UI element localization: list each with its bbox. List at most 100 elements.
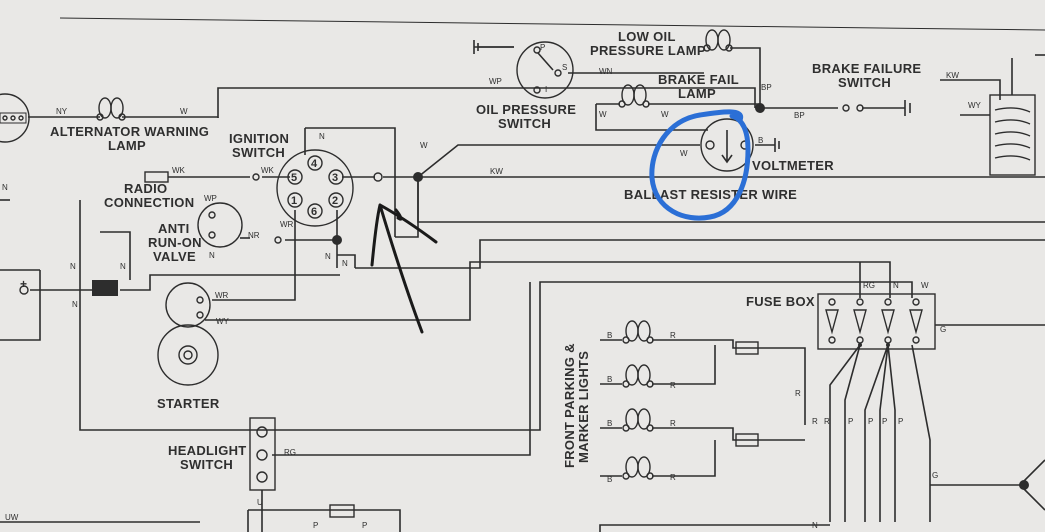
wire-code-label: WN	[599, 67, 613, 76]
wire-code-label: B	[607, 375, 612, 384]
wire-code-label: N	[893, 281, 899, 290]
wire-code-label: WP	[204, 194, 217, 203]
alternator-symbol	[0, 93, 30, 143]
plus-sign: +	[20, 277, 27, 291]
wire-code-label: N	[342, 259, 348, 268]
wire-code-label: W	[599, 110, 607, 119]
wire-code-label: RG	[284, 448, 296, 457]
wire-code-label: B	[607, 475, 612, 484]
front-parking-label-2: MARKER LIGHTS	[576, 351, 591, 463]
ignition-pin-5: 5	[291, 172, 297, 184]
component-labels: LOW OIL PRESSURE LAMP BRAKE FAIL LAMP BR…	[20, 29, 921, 472]
wire-code-label: P	[868, 417, 873, 426]
brake-fail-lamp-icon	[618, 84, 650, 108]
wire-code-label: R	[824, 417, 830, 426]
anti-run-on-label-1: ANTI	[158, 221, 190, 236]
wire-code-label: N	[72, 300, 78, 309]
wire-code-label: P	[898, 417, 903, 426]
wire-code-label: N	[325, 252, 331, 261]
ignition-switch-icon	[252, 149, 383, 244]
wire-code-label: BP	[794, 111, 805, 120]
wire-code-label: B	[758, 136, 763, 145]
radio-connector-icon	[144, 171, 169, 183]
fuse-box-label: FUSE BOX	[746, 294, 815, 309]
brake-failure-switch-label-2: SWITCH	[838, 75, 891, 90]
wire-code-label: N	[70, 262, 76, 271]
components: 5 4 3 1 6 2	[0, 29, 1045, 518]
brake-fail-lamp-label-1: BRAKE FAIL	[658, 72, 739, 87]
ballast-label: BALLAST RESISTER WIRE	[624, 187, 797, 202]
wire-code-label: R	[795, 389, 801, 398]
oil-pressure-switch-icon	[473, 40, 574, 99]
wire-code-label: P	[848, 417, 853, 426]
wire-code-label: R	[670, 419, 676, 428]
wire-code-label: R	[812, 417, 818, 426]
low-oil-lamp-icon	[703, 29, 733, 52]
wire-code-label: WY	[968, 101, 982, 110]
starter-icon	[157, 282, 219, 386]
wire-code-label: B	[607, 419, 612, 428]
wire-code-label: WR	[215, 291, 229, 300]
ignition-pin-3: 3	[332, 172, 338, 184]
brake-fail-lamp-label-2: LAMP	[678, 86, 716, 101]
wire-code-label: RG	[863, 281, 875, 290]
wire-code-label: U	[257, 498, 263, 507]
wire-code-label: KW	[490, 167, 503, 176]
wire-code-label: B	[607, 331, 612, 340]
voltmeter-label: VOLTMETER	[752, 158, 834, 173]
headlight-label-2: SWITCH	[180, 457, 233, 472]
wire-code-label: P	[313, 521, 318, 530]
blue-circle-annotation	[649, 109, 751, 221]
wire-code-label: KW	[946, 71, 959, 80]
wire-code-label: N	[2, 183, 8, 192]
alternator-label-2: LAMP	[108, 138, 146, 153]
low-oil-label-2: PRESSURE LAMP	[590, 43, 706, 58]
wire-code-label: G	[932, 471, 938, 480]
wire-code-label: G	[940, 325, 946, 334]
wire-code-label: NY	[56, 107, 68, 116]
wire-code-label: W	[420, 141, 428, 150]
wire-code-label: P	[540, 43, 545, 52]
radio-label-1: RADIO	[124, 181, 167, 196]
connector-block	[92, 280, 118, 296]
wire-code-label: N	[812, 521, 818, 530]
anti-run-on-label-2: RUN-ON	[148, 235, 202, 250]
wire-code-label: P	[362, 521, 367, 530]
parking-lamps-icon	[622, 320, 759, 480]
alternator-lamp-icon	[96, 97, 126, 121]
hand-annotations	[370, 109, 751, 334]
front-parking-label-1: FRONT PARKING &	[562, 343, 577, 468]
brake-failure-switch-label-1: BRAKE FAILURE	[812, 61, 921, 76]
headlight-switch-icon	[249, 417, 276, 491]
wire-code-label: R	[670, 381, 676, 390]
anti-run-on-label-3: VALVE	[153, 249, 196, 264]
ignition-pin-1: 1	[291, 195, 297, 207]
fuse-box-icon	[817, 293, 936, 350]
voltmeter-icon	[700, 118, 780, 172]
wire-code-label: P	[882, 417, 887, 426]
wire-code-label: I	[545, 85, 547, 94]
ignition-pin-6: 6	[311, 206, 317, 218]
oil-pressure-label-2: SWITCH	[498, 116, 551, 131]
wire-code-label: WP	[489, 77, 502, 86]
ignition-label-2: SWITCH	[232, 145, 285, 160]
black-arrow-annotation	[370, 203, 438, 334]
brake-failure-switch-icon	[842, 100, 911, 116]
anti-run-on-valve-icon	[197, 202, 243, 248]
wire-code-label: N	[120, 262, 126, 271]
ignition-pin-2: 2	[332, 195, 338, 207]
wire-code-label: W	[180, 107, 188, 116]
coil-icon	[989, 54, 1045, 176]
ignition-label-1: IGNITION	[229, 131, 289, 146]
wire-code-label: R	[670, 473, 676, 482]
wire-code-label: WY	[216, 317, 230, 326]
headlight-label-1: HEADLIGHT	[168, 443, 247, 458]
wire-code-label: WK	[172, 166, 186, 175]
ignition-pin-4: 4	[311, 158, 318, 170]
alternator-label-1: ALTERNATOR WARNING	[50, 124, 209, 139]
wire-code-label: NR	[248, 231, 260, 240]
wire-code-label: N	[209, 251, 215, 260]
wire-code-label: S	[562, 63, 567, 72]
